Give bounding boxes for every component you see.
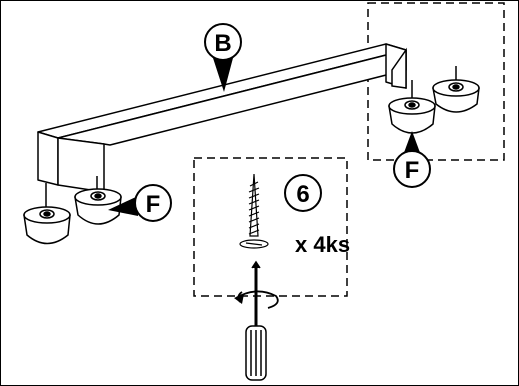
rotation-arrow-icon xyxy=(234,290,279,309)
foot-right-1 xyxy=(388,80,436,134)
foot-right-2 xyxy=(432,66,480,113)
quantity-text: x 4ks xyxy=(295,232,350,257)
detail-box-screw xyxy=(193,157,348,297)
callout-f-right-label: F xyxy=(405,157,420,184)
callout-f-left-label: F xyxy=(146,191,161,218)
callout-b: B xyxy=(204,23,242,92)
detail-box-right xyxy=(367,2,505,161)
foot-left-1 xyxy=(23,183,71,245)
right-leg xyxy=(391,47,407,89)
callout-f-right: F xyxy=(393,131,431,188)
callout-f-left: F xyxy=(108,184,172,222)
screw-icon xyxy=(239,173,269,249)
foot-left-2 xyxy=(74,176,122,225)
step-number-label: 6 xyxy=(296,181,309,208)
callout-b-label: B xyxy=(214,30,231,57)
screwdriver-icon xyxy=(245,260,267,381)
step-number-badge: 6 xyxy=(284,174,322,212)
